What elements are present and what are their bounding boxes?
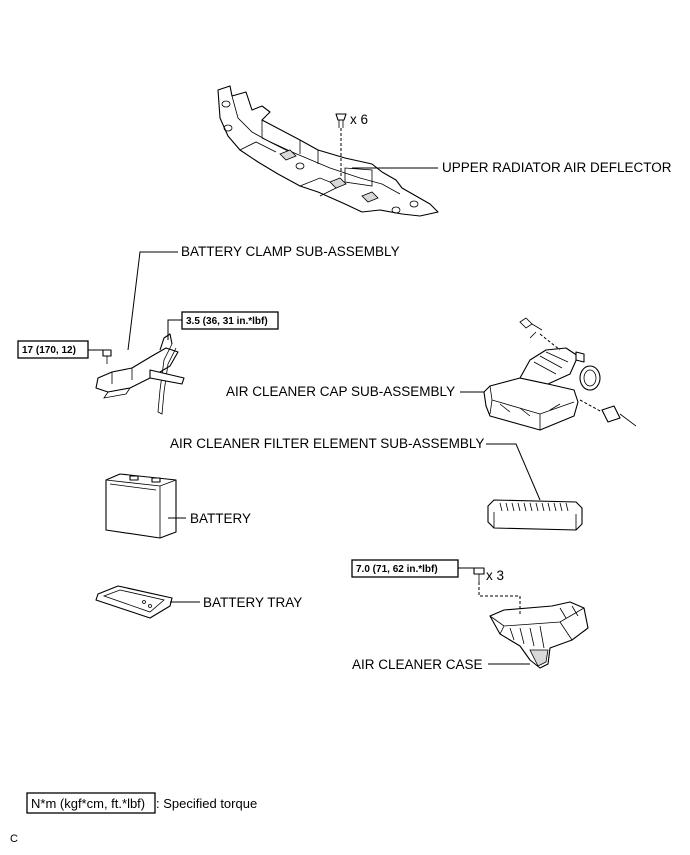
upper-radiator-air-deflector-part xyxy=(217,85,439,217)
label-air-cleaner-case: AIR CLEANER CASE xyxy=(352,657,483,672)
label-battery-tray: BATTERY TRAY xyxy=(203,595,302,610)
label-air-cleaner-filter-element: AIR CLEANER FILTER ELEMENT SUB-ASSEMBLY xyxy=(170,436,484,451)
air-cleaner-filter-part xyxy=(487,499,583,531)
torque-legend: N*m (kgf*cm, ft.*lbf) : Specified torque xyxy=(26,792,257,814)
torque-box-clamp-nut: 17 (170, 12) xyxy=(17,340,89,359)
battery-part xyxy=(105,473,177,539)
legend-description: : Specified torque xyxy=(156,796,257,811)
legend-box-text: N*m (kgf*cm, ft.*lbf) xyxy=(31,796,145,811)
corner-code: C xyxy=(10,833,18,845)
case-bolt-icon xyxy=(473,567,485,582)
label-upper-radiator-air-deflector: UPPER RADIATOR AIR DEFLECTOR xyxy=(442,160,672,175)
label-battery-clamp-sub-assembly: BATTERY CLAMP SUB-ASSEMBLY xyxy=(181,244,400,259)
torque-clamp-nut-value: 17 (170, 12) xyxy=(22,345,76,356)
torque-clamp-bolt-value: 3.5 (36, 31 in.*lbf) xyxy=(186,316,268,327)
label-battery: BATTERY xyxy=(190,511,251,526)
quantity-deflector-clips: x 6 xyxy=(350,112,368,127)
torque-box-case-bolt: 7.0 (71, 62 in.*lbf) xyxy=(351,559,459,578)
battery-tray-part xyxy=(95,585,173,619)
deflector-clip-icon xyxy=(335,113,347,128)
battery-clamp-part xyxy=(95,333,185,415)
label-air-cleaner-cap-sub-assembly: AIR CLEANER CAP SUB-ASSEMBLY xyxy=(226,384,455,399)
air-cleaner-cap-part xyxy=(483,317,637,431)
air-cleaner-case-part xyxy=(489,601,589,669)
clamp-nut-icon xyxy=(102,349,112,364)
quantity-case-bolts: x 3 xyxy=(486,568,504,583)
torque-box-clamp-bolt: 3.5 (36, 31 in.*lbf) xyxy=(181,311,279,330)
torque-case-bolt-value: 7.0 (71, 62 in.*lbf) xyxy=(356,564,438,575)
